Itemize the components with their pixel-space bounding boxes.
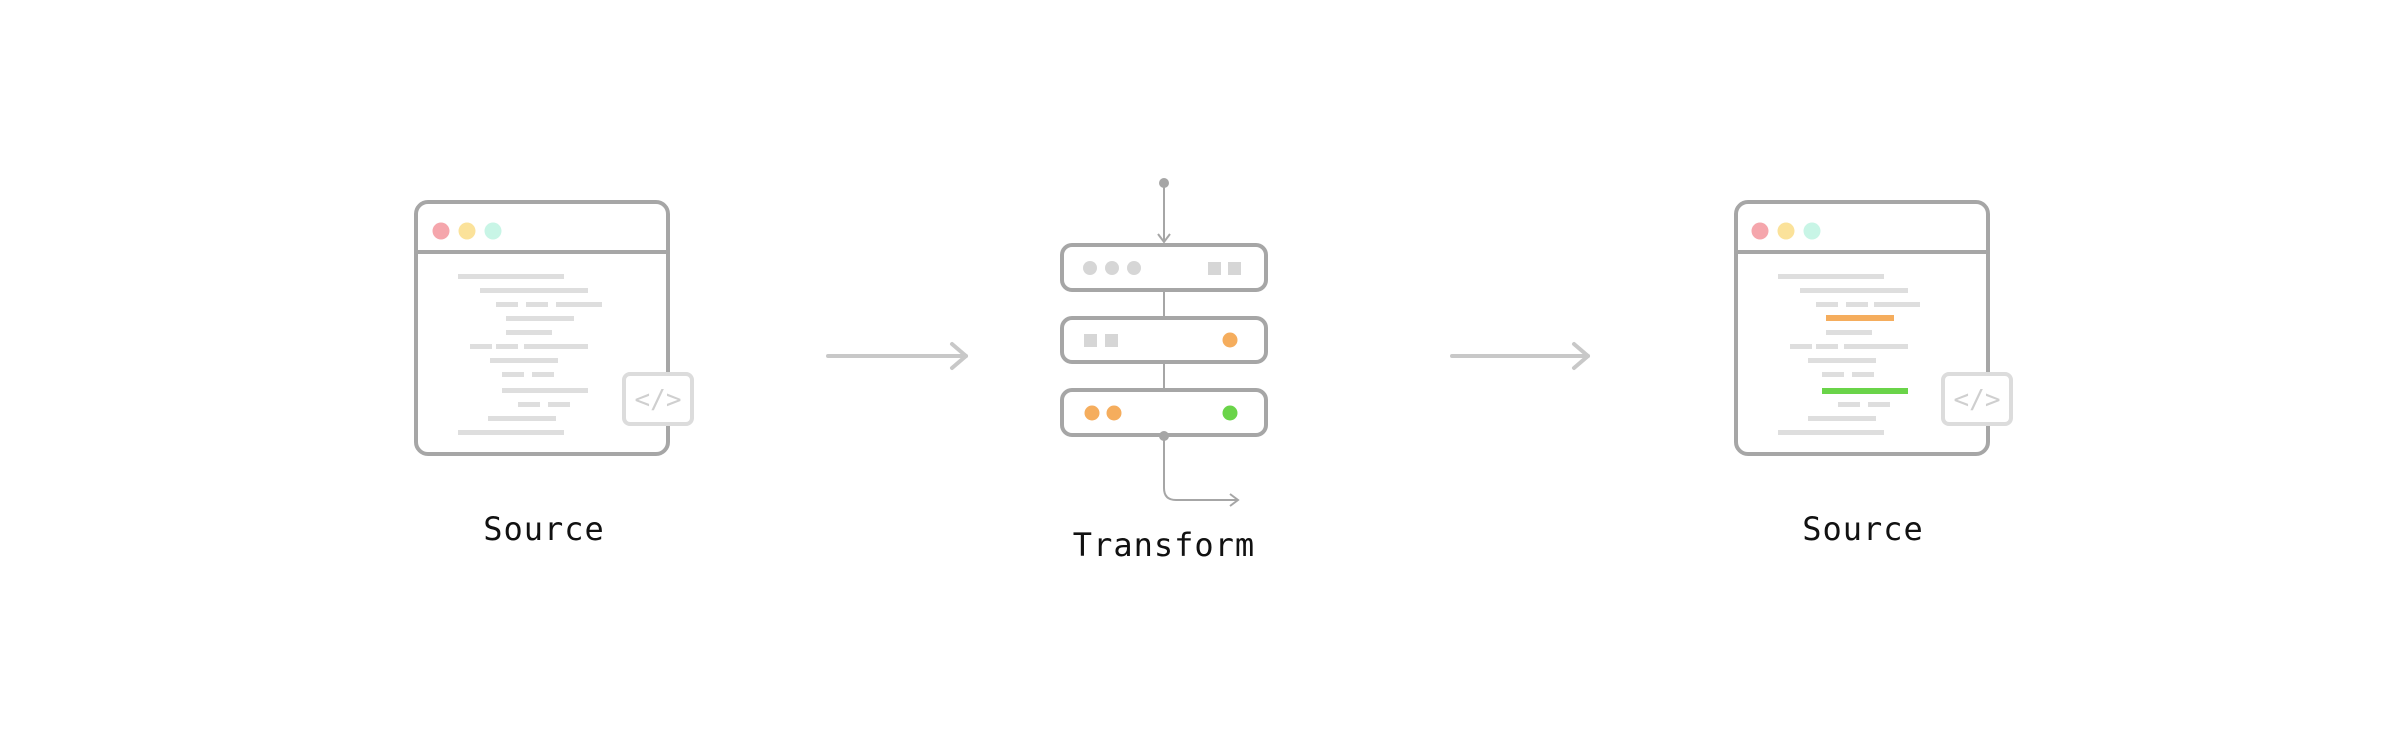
highlight-line-green <box>1822 388 1908 394</box>
window-dot-cyan <box>484 222 502 240</box>
arrow-right-1 <box>826 342 968 370</box>
arrow-right-2 <box>1450 342 1590 370</box>
status-dot-orange <box>1084 405 1100 421</box>
window-dot-yellow <box>458 222 476 240</box>
server-unit-3 <box>1060 388 1268 437</box>
code-badge-text: </> <box>1954 385 2001 415</box>
source-window-left: </> <box>414 200 694 456</box>
status-dot-green <box>1222 405 1238 421</box>
highlight-line-orange <box>1826 315 1894 321</box>
code-badge: </> <box>622 372 694 426</box>
code-badge-text: </> <box>635 385 682 415</box>
window-dot-red <box>432 222 450 240</box>
status-dot-orange <box>1106 405 1122 421</box>
source-left-label: Source <box>483 510 605 548</box>
source-window-right: </> <box>1734 200 2013 456</box>
code-badge: </> <box>1941 372 2013 426</box>
input-connector <box>1157 178 1171 244</box>
window-dot-red <box>1751 222 1769 240</box>
output-connector <box>1159 431 1240 507</box>
window-frame <box>1734 200 1990 456</box>
window-dot-cyan <box>1803 222 1821 240</box>
code-lines <box>1778 274 1920 435</box>
transform-label: Transform <box>1072 526 1256 564</box>
source-right-label: Source <box>1802 510 1924 548</box>
transform-stack <box>1060 178 1268 507</box>
code-lines <box>458 274 602 435</box>
window-dot-yellow <box>1777 222 1795 240</box>
server-unit-1 <box>1060 243 1268 292</box>
window-frame <box>414 200 670 456</box>
status-dot-orange <box>1222 332 1238 348</box>
server-unit-2 <box>1060 316 1268 364</box>
